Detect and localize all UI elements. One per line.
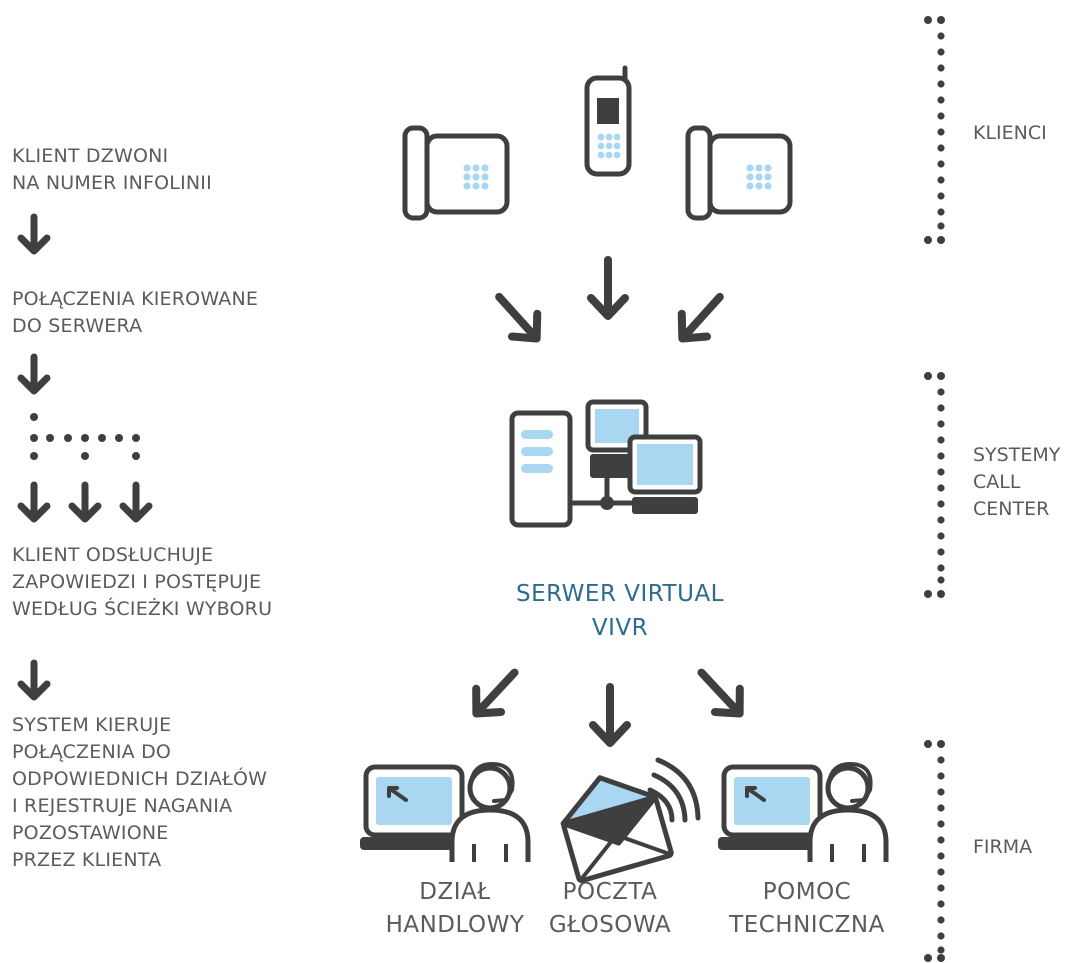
desk-phone-icon	[405, 128, 507, 218]
operator-computer-icon	[718, 764, 886, 862]
step-listen-and-choose: KLIENT ODSŁUCHUJE ZAPOWIEDZI I POSTĘPUJE…	[12, 544, 273, 620]
phone-to-server-arrow	[487, 286, 550, 350]
systems-bracket	[924, 372, 945, 598]
branch-arrow-1	[21, 485, 47, 519]
server-network-icon	[509, 399, 703, 528]
server-to-dept-arrow	[689, 661, 752, 725]
branch-dots	[30, 413, 140, 460]
company-bracket	[924, 740, 945, 962]
step-arrow-2	[21, 357, 47, 391]
operator-computer-icon	[360, 764, 528, 862]
phone-to-server-arrow	[591, 260, 625, 316]
dept-support-label: POMOC TECHNICZNA	[729, 879, 885, 938]
step-arrow-3	[21, 663, 47, 697]
company-label: FIRMA	[973, 836, 1033, 858]
server-label: SERWER VIRTUAL VIVR	[515, 581, 724, 641]
clients-bracket	[924, 16, 945, 244]
step-arrow-1	[21, 217, 47, 251]
branch-arrow-2	[72, 485, 98, 519]
server-to-dept-arrow	[464, 661, 527, 725]
branch-arrow-3	[123, 485, 149, 519]
desk-phone-icon	[688, 128, 790, 218]
dept-voicemail-label: POCZTA GŁOSOWA	[548, 879, 672, 938]
mobile-phone-icon	[584, 65, 632, 177]
systems-label: SYSTEMY CALL CENTER	[973, 444, 1061, 520]
dept-sales-label: DZIAŁ HANDLOWY	[385, 879, 525, 938]
step-call-infoline: KLIENT DZWONI NA NUMER INFOLINII	[12, 145, 212, 194]
step-route-to-server: POŁĄCZENIA KIEROWANE DO SERWERA	[12, 288, 259, 337]
phone-to-server-arrow	[670, 286, 733, 350]
step-route-to-departments: SYSTEM KIERUJE POŁĄCZENIA DO ODPOWIEDNIC…	[12, 714, 268, 871]
server-to-dept-arrow	[593, 687, 627, 743]
voicemail-envelope-icon	[560, 757, 701, 884]
clients-label: KLIENCI	[973, 122, 1047, 144]
